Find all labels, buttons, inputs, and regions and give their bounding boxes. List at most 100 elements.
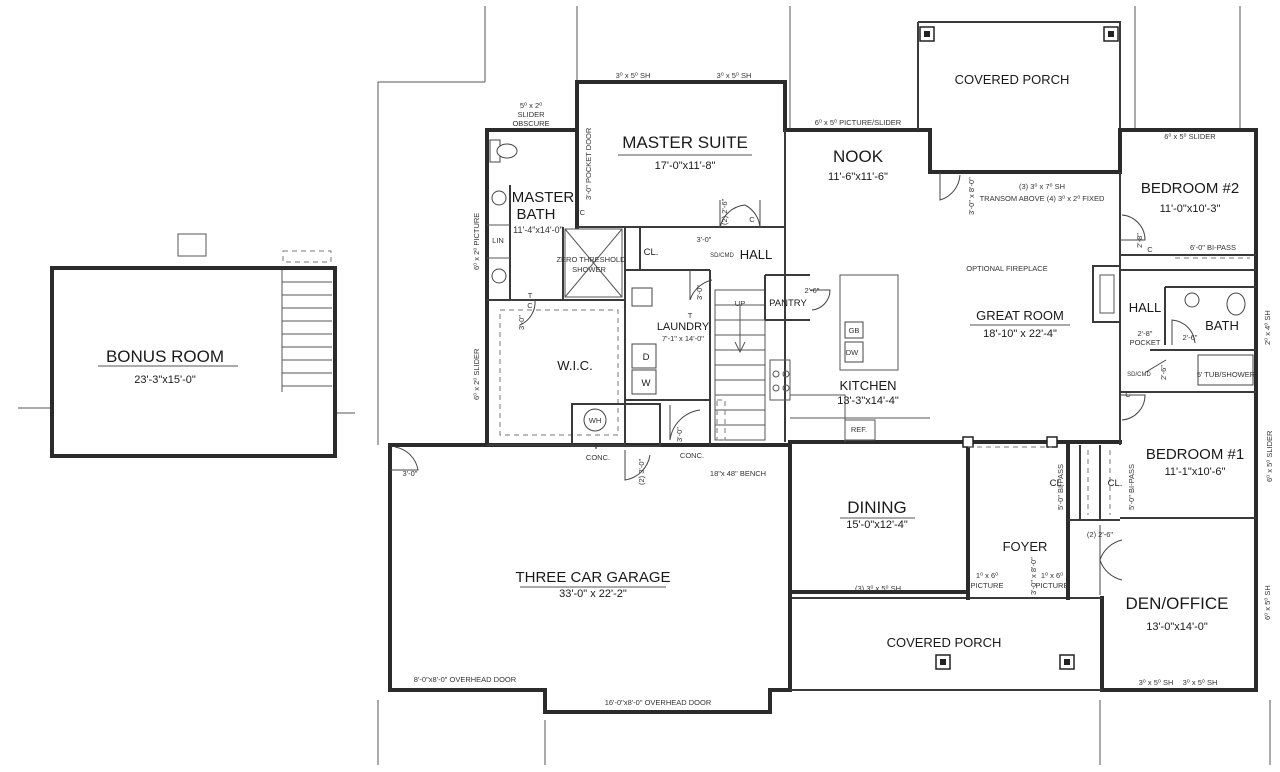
great-room-dims: 18'-10" x 22'-4" [983,328,1057,340]
slider-obscure-3: OBSCURE [512,119,549,128]
c-label-master: C [749,215,755,224]
gb-label: GB [849,326,860,335]
covered-porch-top-name: COVERED PORCH [955,72,1070,87]
picture-note-1b: PICTURE [971,581,1004,590]
pocket-label: POCKET [1130,338,1161,347]
door-pantry: 2'-6" [805,286,820,295]
kitchen-dims: 13'-3"x14'-4" [837,395,899,407]
den-window-1: 3⁰ x 5⁰ SH [1139,678,1174,687]
great-room-name: GREAT ROOM [976,308,1064,323]
bipass-note-2: 5'-0" BI-PASS [1127,464,1136,510]
tc-label: TC [575,208,586,217]
nook-window-note: 6⁰ x 5⁰ PICTURE/SLIDER [815,118,902,127]
door-nook: 3'-0" x 8'-0" [967,177,976,215]
bonus-room-name: BONUS ROOM [106,347,224,366]
cl-label-1: CL. [1050,478,1065,489]
washer-label: W [642,378,651,389]
door-bath: 2'-6" [1183,333,1198,342]
bonus-room-dims: 23'-3"x15'-0" [134,374,196,386]
door-den-double: (2) 2'-6" [1087,530,1114,539]
stairs-up-label: UP [735,299,745,308]
door-bed2: 2'-8" [1135,233,1144,248]
reference-lines [18,6,1271,765]
master-suite-dims: 17'-0"x11'-8" [655,160,716,172]
bonus-room-walls [50,233,337,458]
dw-label: DW [846,348,859,357]
picture-note-2b: PICTURE [1036,581,1069,590]
bed2-bipass-note: 6'-0" BI-PASS [1190,243,1236,252]
master-window-2: 3⁰ x 5⁰ SH [717,71,752,80]
tub-shower-label: 5' TUB/SHOWER [1197,370,1256,379]
bipass-note-1: 5'-0" BI-PASS [1056,464,1065,510]
interior-walls [487,130,1256,520]
pantry-label: PANTRY [769,298,807,309]
door-hall-3-0: 3'-0" [697,235,712,244]
slider-window-note: 6⁰ x 2⁰ SLIDER [472,348,481,400]
nook-dims: 11'-6"x11'-6" [828,171,888,183]
vent-label: V [593,442,598,451]
den-side-window-note: 6⁰ x 5⁰ SH [1263,585,1272,620]
dryer-label: D [643,352,650,363]
overhead-door-8: 8'-0"x8'-0" OVERHEAD DOOR [414,675,517,684]
conc-label-2: CONC. [680,451,704,460]
bed2-window-note: 6⁰ x 5⁰ SLIDER [1164,132,1216,141]
bench-label: 18"x 48" BENCH [710,469,766,478]
door-laundry-3-0: 3'-0" [695,285,704,300]
porch-posts [919,26,1119,670]
conc-label-1: CONC. [586,453,610,462]
door-garage-double: (2) 3'-0" [637,458,646,485]
slider-obscure-1: 5⁰ x 2⁰ [520,101,542,110]
door-master-double: (2) 2'-6" [720,198,729,225]
garage-dims: 33'-0" x 22'-2" [559,588,627,600]
cl-label-2: CL. [1108,478,1123,489]
picture-note-2a: 1⁰ x 6⁰ [1041,571,1063,580]
shower-label: SHOWER [572,265,606,274]
door-bed1: 2'-6" [1159,365,1168,380]
bed1-window-note: 6⁰ x 5⁰ SLIDER [1265,430,1274,482]
den-office-name: DEN/OFFICE [1126,594,1229,613]
smoke-detector-label-1: SD/CMD [710,253,734,259]
pocket-door-note: 3'-0" POCKET DOOR [584,127,593,200]
door-conc: 3'-0" [675,427,684,442]
transom-note: TRANSOM ABOVE (4) 3⁰ x 2⁰ FIXED [980,194,1105,203]
hall-upper-name: HALL [740,247,773,262]
great-room-window-note: (3) 3⁰ x 7⁰ SH [1019,182,1065,191]
dining-name: DINING [847,498,907,517]
c-label-bed2: C [1147,245,1153,254]
smoke-detector-label-2: SD/CMD [1127,372,1151,378]
door-pocket: 2'-8" [1138,329,1153,338]
picture-window-note: 6⁰ x 2⁰ PICTURE [472,213,481,270]
hall-right-name: HALL [1129,300,1162,315]
bath-window-note: 2⁰ x 4⁰ SH [1263,310,1272,345]
dining-window-note: (3) 3⁰ x 5⁰ SH [855,584,901,593]
laundry-dims: 7'-1" x 14'-0" [662,334,704,343]
door-front: 3'-0" x 8'-0" [1029,557,1038,595]
door-swings [390,172,1196,595]
optional-fireplace-label: OPTIONAL FIREPLACE [966,264,1047,273]
bedroom1-name: BEDROOM #1 [1146,446,1244,463]
door-size-notes: (2) 2'-6" 3'-0" 3'-0" 3'-0" 2'-6" 3'-0" … [403,177,1198,595]
room-labels: BONUS ROOM 23'-3"x15'-0" MASTER SUITE 17… [106,72,1244,650]
foyer-name: FOYER [1003,539,1048,554]
exterior-walls [388,21,1258,714]
bedroom2-dims: 11'-0"x10'-3" [1160,203,1221,215]
master-bath-name-2: BATH [517,206,556,223]
t-label-bath: T [528,291,533,300]
covered-porch-front-name: COVERED PORCH [887,635,1002,650]
bedroom1-dims: 11'-1"x10'-6" [1165,466,1226,478]
kitchen-name: KITCHEN [839,378,896,393]
ref-label: REF. [851,425,867,434]
laundry-name: LAUNDRY [657,321,710,333]
lin-label: LIN [492,236,504,245]
c-label-wic: C [527,301,533,310]
wic-name: W.I.C. [557,358,592,373]
picture-note-1a: 1⁰ x 6⁰ [976,571,998,580]
dining-dims: 15'-0"x12'-4" [846,519,908,531]
master-window-1: 3⁰ x 5⁰ SH [616,71,651,80]
garage-name: THREE CAR GARAGE [515,569,670,586]
door-wic-3-0: 3'-0" [517,315,526,330]
bath-name: BATH [1205,318,1239,333]
c-label-bed1: C [1125,390,1131,399]
